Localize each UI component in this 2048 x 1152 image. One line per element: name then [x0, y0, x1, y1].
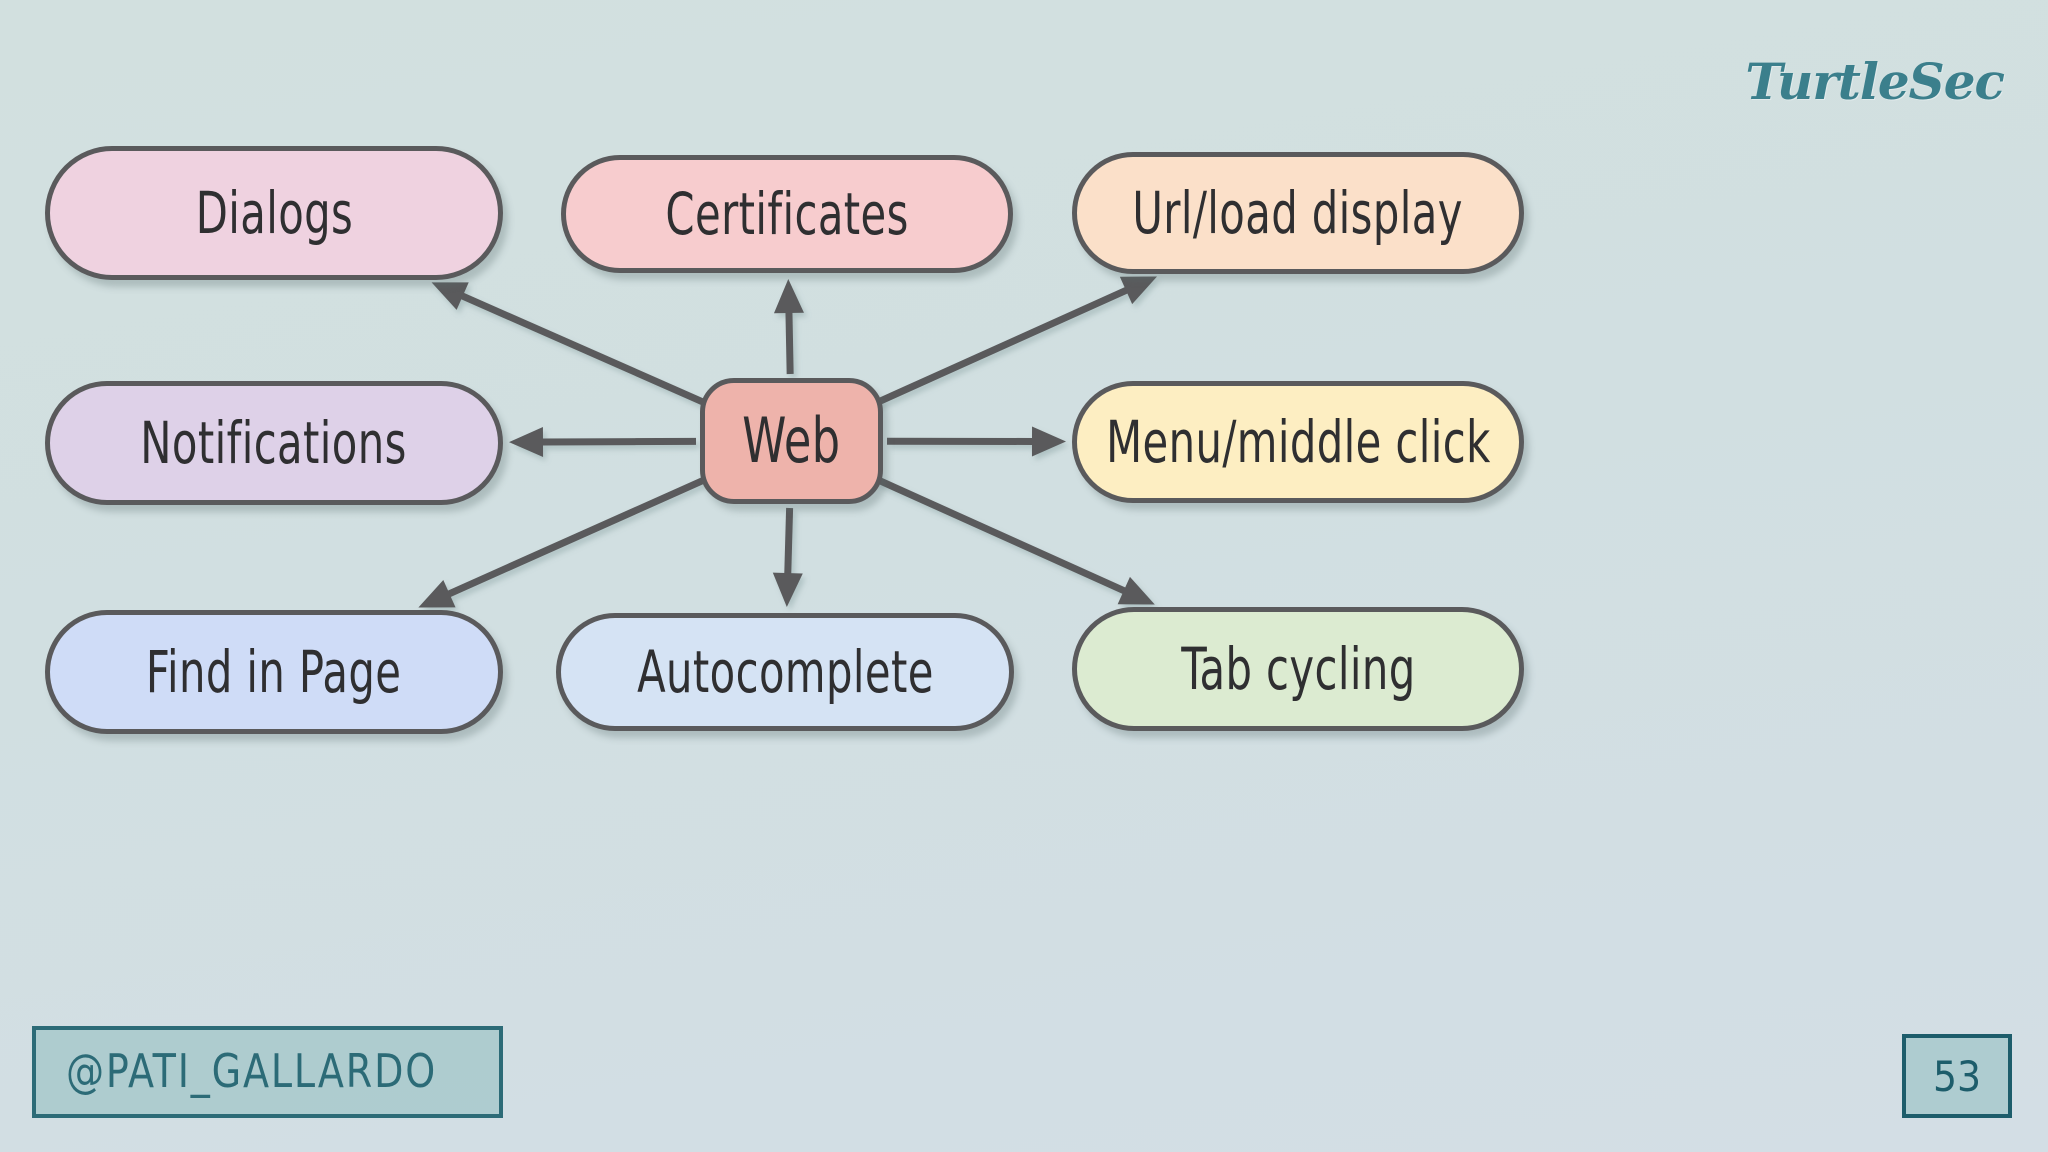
- arrow-web-to-find-in-page: [418, 475, 709, 608]
- arrow-web-to-autocomplete: [772, 507, 803, 608]
- turtlesec-logo: TurtleSec: [1745, 52, 2005, 111]
- node-url-load-display-label: Url/load display: [1132, 179, 1464, 247]
- node-dialogs-label: Dialogs: [195, 179, 353, 247]
- node-tab-cycling-label: Tab cycling: [1180, 635, 1416, 703]
- node-menu-middle-click[interactable]: Menu/middle click: [1072, 381, 1524, 503]
- node-certificates-label: Certificates: [665, 180, 909, 248]
- arrow-web-to-certificates: [773, 278, 804, 375]
- node-web-hub[interactable]: Web: [700, 378, 883, 504]
- arrow-web-to-menu-middle-click: [886, 426, 1067, 457]
- node-notifications-label: Notifications: [140, 409, 408, 477]
- node-certificates[interactable]: Certificates: [561, 155, 1013, 273]
- node-menu-middle-click-label: Menu/middle click: [1105, 408, 1491, 476]
- twitter-handle-text: @PATI_GALLARDO: [66, 1044, 438, 1098]
- page-number-badge: 53: [1902, 1034, 2012, 1118]
- node-find-in-page[interactable]: Find in Page: [45, 610, 503, 734]
- node-find-in-page-label: Find in Page: [146, 638, 402, 706]
- node-tab-cycling[interactable]: Tab cycling: [1072, 607, 1524, 731]
- node-notifications[interactable]: Notifications: [45, 381, 503, 505]
- node-autocomplete[interactable]: Autocomplete: [556, 613, 1014, 731]
- arrow-web-to-tab-cycling: [873, 475, 1155, 605]
- node-autocomplete-label: Autocomplete: [636, 638, 934, 706]
- arrow-web-to-dialogs: [431, 282, 709, 408]
- arrow-web-to-url-load-display: [873, 276, 1158, 407]
- arrow-web-to-notifications: [508, 426, 697, 457]
- twitter-handle-badge: @PATI_GALLARDO: [32, 1026, 504, 1118]
- node-url-load-display[interactable]: Url/load display: [1072, 152, 1524, 274]
- node-web-label: Web: [742, 404, 841, 477]
- node-dialogs[interactable]: Dialogs: [45, 146, 503, 280]
